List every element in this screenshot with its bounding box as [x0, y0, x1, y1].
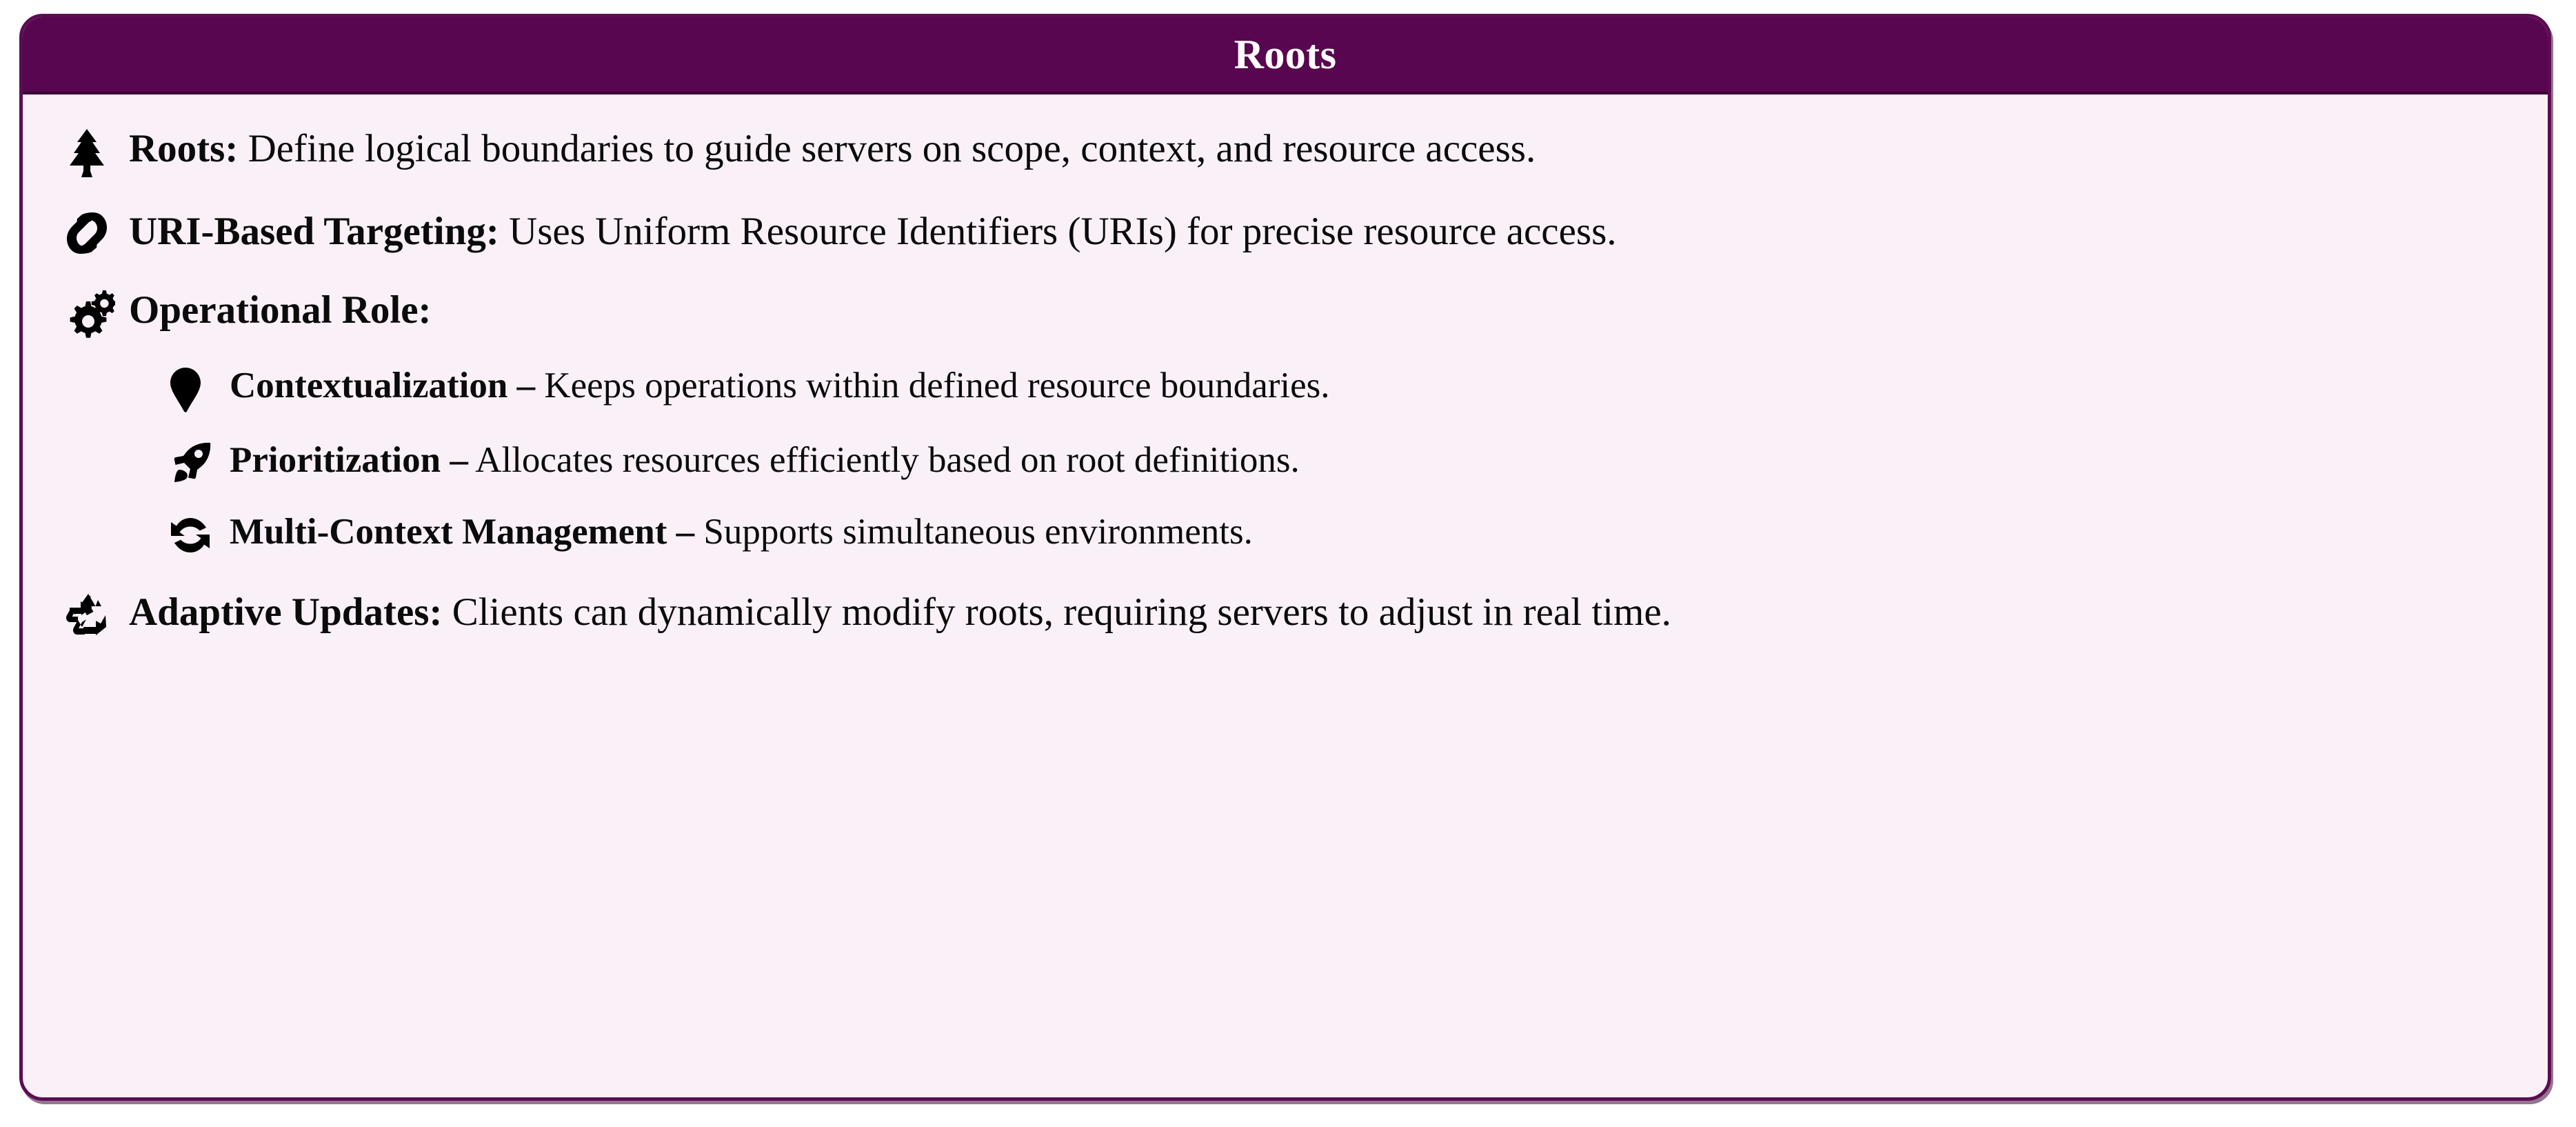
list-item-contextualization: Contextualization – Keeps operations wit… — [169, 363, 2505, 413]
tree-icon — [66, 125, 129, 177]
card-header: Roots — [23, 17, 2548, 94]
list-item-multi-context-management: Multi-Context Management – Supports simu… — [169, 510, 2505, 558]
roots-card: Roots Roots: Define logical boundaries t… — [19, 14, 2551, 1101]
list-item-desc: Clients can dynamically modify roots, re… — [442, 590, 1671, 634]
list-item-desc: Allocates resources efficiently based on… — [467, 440, 1300, 480]
list-item-desc: Supports simultaneous environments. — [694, 512, 1253, 552]
list-item-operational-role: Operational Role: — [66, 286, 2505, 339]
recycle-icon — [66, 588, 129, 637]
sync-icon — [169, 510, 230, 558]
rocket-icon — [169, 438, 230, 485]
gears-icon — [66, 286, 129, 339]
list-item-text: Prioritization – Allocates resources eff… — [230, 438, 2505, 483]
list-item-desc: Keeps operations within defined resource… — [535, 366, 1330, 406]
list-item-lead: Prioritization – — [230, 440, 468, 480]
list-item-lead: Operational Role: — [129, 288, 432, 332]
list-item-text: Operational Role: — [129, 286, 2505, 335]
list-item-text: Contextualization – Keeps operations wit… — [230, 363, 2505, 408]
list-item-lead: URI-Based Targeting: — [129, 210, 499, 253]
list-item-lead: Multi-Context Management – — [230, 512, 695, 552]
list-item-lead: Contextualization – — [230, 366, 536, 406]
list-item-adaptive-updates: Adaptive Updates: Clients can dynamicall… — [66, 588, 2505, 637]
list-item-text: Roots: Define logical boundaries to guid… — [129, 125, 2505, 173]
list-item-prioritization: Prioritization – Allocates resources eff… — [169, 438, 2505, 485]
list-item-text: URI-Based Targeting: Uses Uniform Resour… — [129, 208, 2505, 256]
list-item-lead: Adaptive Updates: — [129, 590, 443, 634]
card-title: Roots — [1234, 32, 1337, 77]
list-item-group-operational-role: Operational Role: Contextualization – Ke… — [66, 286, 2505, 558]
list-item-uri-based-targeting: URI-Based Targeting: Uses Uniform Resour… — [66, 208, 2505, 256]
list-item-text: Adaptive Updates: Clients can dynamicall… — [129, 588, 2505, 637]
card-body: Roots: Define logical boundaries to guid… — [23, 94, 2548, 657]
list-item-lead: Roots: — [129, 127, 239, 170]
list-item-text: Multi-Context Management – Supports simu… — [230, 510, 2505, 555]
map-pin-icon — [169, 363, 230, 413]
link-icon — [66, 208, 129, 256]
list-item-roots: Roots: Define logical boundaries to guid… — [66, 125, 2505, 177]
list-item-desc: Uses Uniform Resource Identifiers (URIs)… — [499, 210, 1617, 253]
list-item-desc: Define logical boundaries to guide serve… — [238, 127, 1536, 170]
